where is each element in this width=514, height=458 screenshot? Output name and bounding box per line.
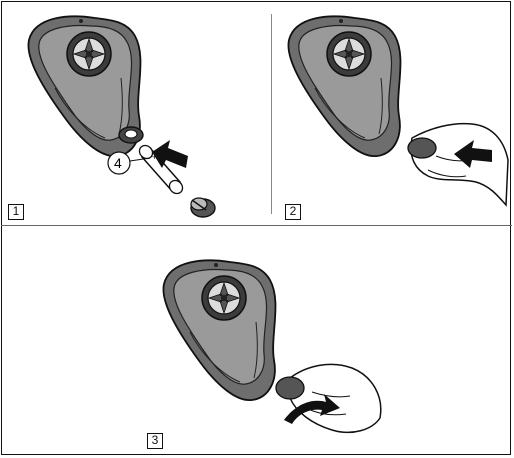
step-2-label: 2 <box>285 204 301 220</box>
screw-cap-icon <box>191 198 215 217</box>
step-1-label: 1 <box>8 204 24 220</box>
step-3-label: 3 <box>147 433 163 449</box>
remote-panel-2 <box>288 16 400 156</box>
hand-icon <box>408 124 508 205</box>
remote-panel-3 <box>163 260 275 400</box>
callout-label: 4 <box>114 155 122 171</box>
battery-slot-icon <box>119 127 143 143</box>
